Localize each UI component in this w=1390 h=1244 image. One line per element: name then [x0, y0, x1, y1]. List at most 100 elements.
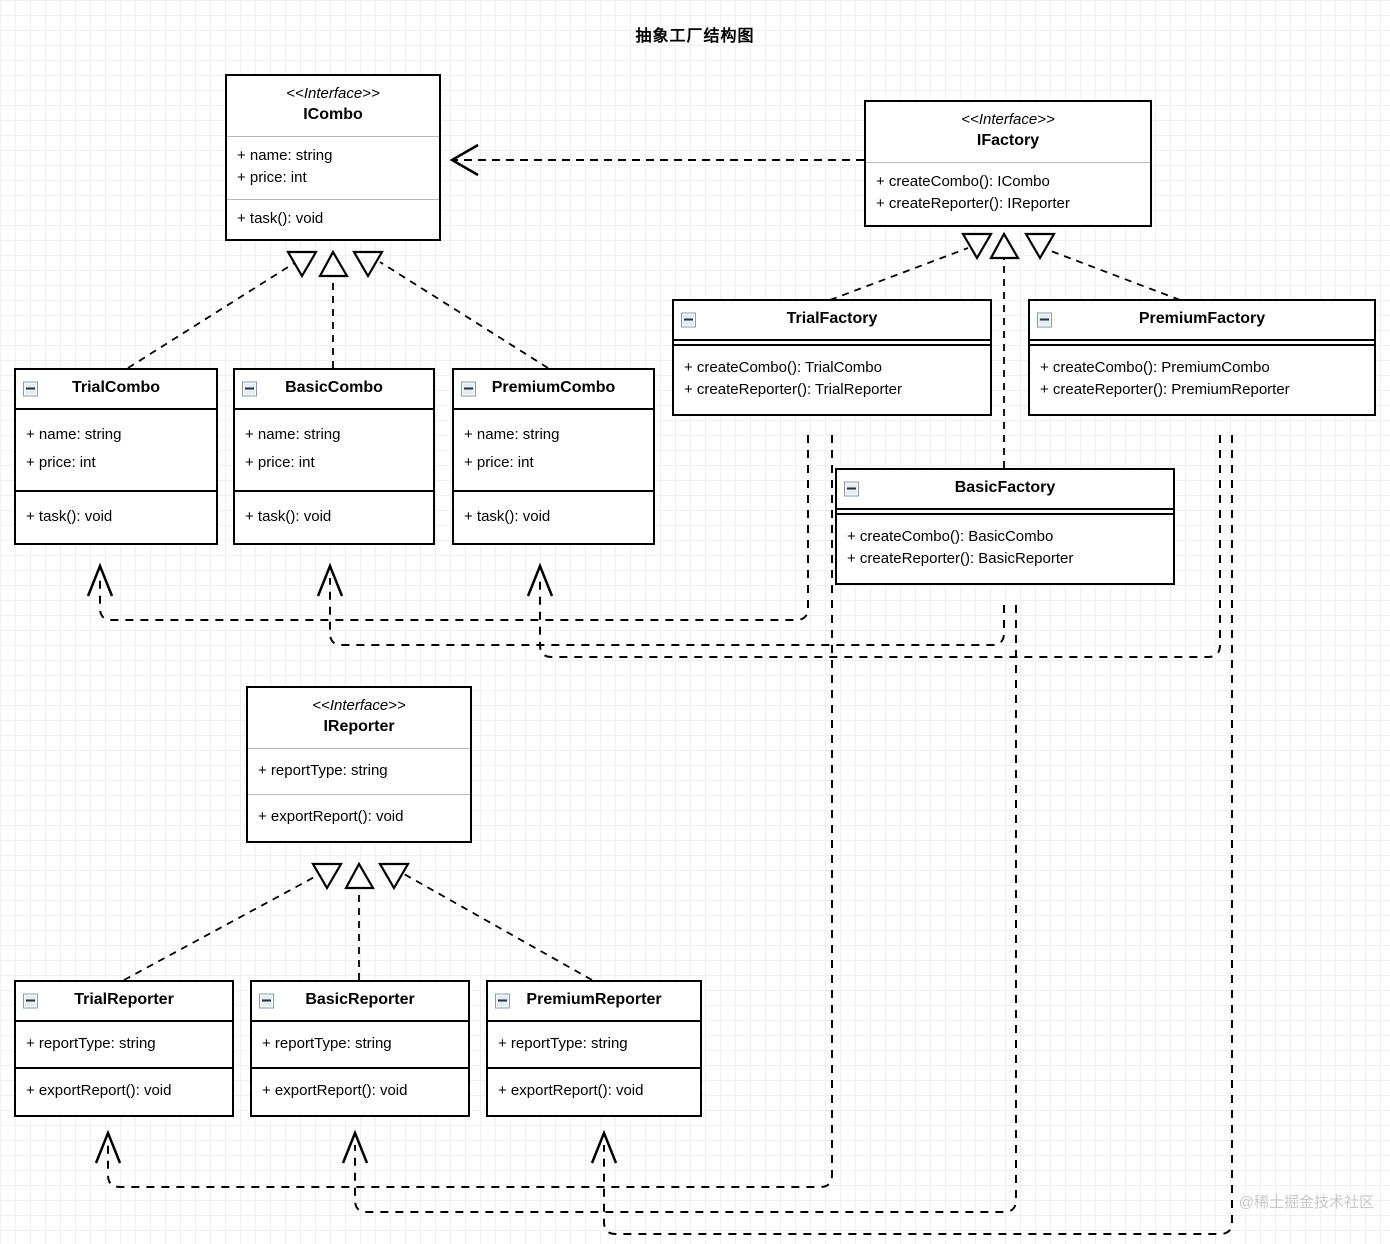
class-box-trialreporter[interactable]: TrialReporter + reportType: string + exp…: [14, 980, 234, 1117]
methods-basicfactory: + createCombo(): BasicCombo + createRepo…: [837, 515, 1173, 583]
attribute-item: + reportType: string: [262, 1034, 392, 1052]
methods-premiumreporter: + exportReport(): void: [488, 1069, 700, 1115]
method-item: + task(): void: [26, 507, 113, 525]
attributes-ireporter: + reportType: string: [248, 749, 470, 795]
edge-basicreporter-to-ireporter: [344, 861, 375, 980]
collapse-minus-icon[interactable]: [242, 381, 257, 397]
methods-basiccombo: + task(): void: [235, 492, 433, 544]
collapse-minus-icon[interactable]: [495, 993, 510, 1009]
attribute-item: + reportType: string: [258, 761, 388, 779]
method-item: + createReporter(): BasicReporter: [847, 550, 1074, 568]
page-title: 抽象工厂结构图: [635, 28, 755, 45]
attribute-item: + price: int: [464, 454, 534, 472]
methods-premiumcombo: + task(): void: [454, 492, 653, 544]
class-box-ireporter[interactable]: <<Interface>> IReporter + reportType: st…: [246, 686, 472, 843]
stereotype-label: <<Interface>>: [312, 697, 406, 714]
attribute-item: + price: int: [237, 169, 307, 187]
class-name-trialreporter: TrialReporter: [74, 991, 174, 1008]
attributes-premiumcombo: + name: string + price: int: [454, 410, 653, 490]
method-item: + createCombo(): BasicCombo: [847, 527, 1054, 545]
watermark-label: @稀土掘金技术社区: [1238, 1194, 1374, 1211]
collapse-minus-icon[interactable]: [23, 993, 38, 1009]
class-box-trialfactory[interactable]: TrialFactory + createCombo(): TrialCombo…: [672, 299, 992, 416]
edge-trialfactory-to-ifactory: [829, 232, 993, 301]
methods-basicreporter: + exportReport(): void: [252, 1069, 468, 1115]
method-item: + task(): void: [245, 507, 332, 525]
class-header-ireporter: <<Interface>> IReporter: [248, 688, 470, 748]
method-item: + exportReport(): void: [26, 1082, 172, 1100]
method-item: + createReporter(): TrialReporter: [684, 381, 902, 399]
methods-ireporter: + exportReport(): void: [248, 795, 470, 841]
attributes-trialcombo: + name: string + price: int: [16, 410, 216, 490]
method-item: + createReporter(): PremiumReporter: [1040, 381, 1290, 399]
class-name-basicfactory: BasicFactory: [954, 479, 1056, 496]
stereotype-label: <<Interface>>: [961, 111, 1055, 128]
stereotype-label: <<Interface>>: [286, 85, 380, 102]
attributes-premiumreporter: + reportType: string: [488, 1022, 700, 1068]
attribute-item: + name: string: [26, 425, 122, 443]
class-name-premiumfactory: PremiumFactory: [1138, 310, 1266, 327]
class-box-trialcombo[interactable]: TrialCombo + name: string + price: int +…: [14, 368, 218, 546]
edge-premiumfactory-to-ifactory: [1024, 232, 1181, 301]
class-box-basicreporter[interactable]: BasicReporter + reportType: string + exp…: [250, 980, 470, 1117]
class-name-premiumreporter: PremiumReporter: [526, 991, 662, 1008]
class-name-icombo: ICombo: [303, 106, 363, 124]
methods-premiumfactory: + createCombo(): PremiumCombo + createRe…: [1030, 346, 1374, 414]
methods-trialcombo: + task(): void: [16, 492, 216, 544]
class-box-premiumcombo[interactable]: PremiumCombo + name: string + price: int…: [452, 368, 655, 546]
class-name-trialfactory: TrialFactory: [786, 310, 878, 327]
edge-premiumcombo-to-icombo: [352, 250, 549, 369]
class-name-basiccombo: BasicCombo: [285, 379, 383, 396]
method-item: + task(): void: [237, 209, 324, 227]
method-item: + task(): void: [464, 507, 551, 525]
method-item: + exportReport(): void: [258, 808, 404, 826]
collapse-minus-icon[interactable]: [259, 993, 274, 1009]
collapse-minus-icon[interactable]: [1037, 312, 1052, 328]
methods-ifactory: + createCombo(): ICombo + createReporter…: [866, 163, 1150, 225]
class-header-basicfactory: BasicFactory: [837, 470, 1173, 508]
collapse-minus-icon[interactable]: [844, 481, 859, 497]
class-header-trialreporter: TrialReporter: [16, 982, 232, 1020]
class-header-basiccombo: BasicCombo: [235, 370, 433, 408]
attribute-item: + name: string: [237, 146, 333, 164]
class-name-premiumcombo: PremiumCombo: [491, 379, 616, 396]
class-name-ireporter: IReporter: [323, 718, 395, 736]
method-item: + createCombo(): PremiumCombo: [1040, 358, 1270, 376]
class-header-icombo: <<Interface>> ICombo: [227, 76, 439, 136]
method-item: + exportReport(): void: [262, 1082, 408, 1100]
method-item: + createCombo(): ICombo: [876, 172, 1050, 190]
class-box-basicfactory[interactable]: BasicFactory + createCombo(): BasicCombo…: [835, 468, 1175, 585]
edge-ifactory-to-icombo: [449, 143, 864, 177]
collapse-minus-icon[interactable]: [23, 381, 38, 397]
attribute-item: + name: string: [245, 425, 341, 443]
class-box-ifactory[interactable]: <<Interface>> IFactory + createCombo(): …: [864, 100, 1152, 227]
edge-basiccombo-to-icombo: [318, 249, 349, 368]
class-box-basiccombo[interactable]: BasicCombo + name: string + price: int +…: [233, 368, 435, 546]
method-item: + createCombo(): TrialCombo: [684, 358, 882, 376]
class-box-premiumfactory[interactable]: PremiumFactory + createCombo(): PremiumC…: [1028, 299, 1376, 416]
attribute-item: + reportType: string: [26, 1034, 156, 1052]
attributes-icombo: + name: string + price: int: [227, 137, 439, 199]
edge-trialreporter-to-ireporter: [123, 862, 343, 981]
class-header-trialfactory: TrialFactory: [674, 301, 990, 339]
attribute-item: + price: int: [245, 454, 315, 472]
edge-trialcombo-to-icombo: [127, 250, 318, 369]
attributes-basiccombo: + name: string + price: int: [235, 410, 433, 490]
class-box-premiumreporter[interactable]: PremiumReporter + reportType: string + e…: [486, 980, 702, 1117]
method-item: + exportReport(): void: [498, 1082, 644, 1100]
class-name-basicreporter: BasicReporter: [305, 991, 415, 1008]
attribute-item: + name: string: [464, 425, 560, 443]
collapse-minus-icon[interactable]: [461, 381, 476, 397]
class-box-icombo[interactable]: <<Interface>> ICombo + name: string + pr…: [225, 74, 441, 242]
class-header-premiumfactory: PremiumFactory: [1030, 301, 1374, 339]
class-name-trialcombo: TrialCombo: [71, 379, 160, 396]
methods-trialfactory: + createCombo(): TrialCombo + createRepo…: [674, 346, 990, 414]
class-header-trialcombo: TrialCombo: [16, 370, 216, 408]
class-name-ifactory: IFactory: [976, 132, 1040, 150]
class-header-premiumcombo: PremiumCombo: [454, 370, 653, 408]
attributes-trialreporter: + reportType: string: [16, 1022, 232, 1068]
collapse-minus-icon[interactable]: [681, 312, 696, 328]
class-header-premiumreporter: PremiumReporter: [488, 982, 700, 1020]
method-item: + createReporter(): IReporter: [876, 195, 1070, 213]
